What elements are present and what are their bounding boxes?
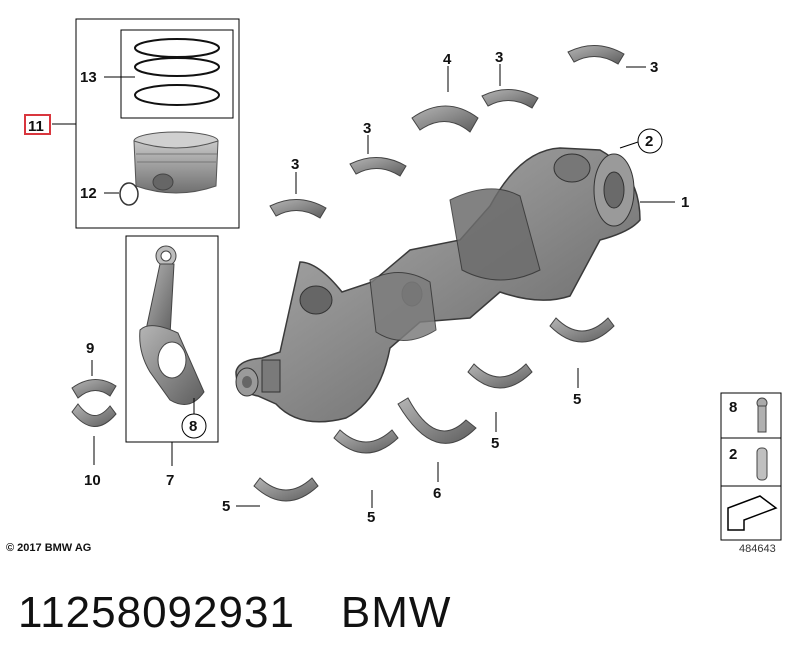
snap-ring: [104, 182, 139, 206]
callout-2: 2: [645, 133, 653, 150]
piston-group-box: [52, 18, 240, 229]
hardware-legend: [720, 392, 782, 541]
brand-name: BMW: [340, 588, 452, 637]
callout-3-d: 3: [291, 156, 299, 173]
crankshaft: [235, 147, 641, 423]
part-caption: 11258092931 BMW: [18, 588, 451, 638]
copyright: © 2017 BMW AG: [6, 542, 92, 554]
callout-9: 9: [86, 340, 94, 357]
callout-13: 13: [80, 69, 97, 86]
callout-6: 6: [433, 485, 441, 502]
callout-7: 7: [166, 472, 174, 489]
callout-3-b: 3: [650, 59, 658, 76]
piston: [133, 131, 219, 194]
rod-bolt-callout: [181, 398, 207, 439]
lower-main-bearing-shells: [236, 317, 615, 508]
dowel-callout: [619, 128, 663, 154]
upper-main-bearing-shells: [269, 45, 646, 219]
highlight-box: [24, 114, 51, 135]
callout-5-a: 5: [222, 498, 230, 515]
callout-11: 11: [28, 118, 44, 135]
callout-10: 10: [84, 472, 101, 489]
conrod-bearing-shells: [71, 360, 117, 465]
callout-1: 1: [681, 194, 689, 211]
callout-8: 8: [189, 418, 197, 435]
callout-12: 12: [80, 185, 97, 202]
piston-rings: [134, 38, 220, 106]
callout-3-c: 3: [363, 120, 371, 137]
callout-5-b: 5: [367, 509, 375, 526]
parts-diagram: 11 13 12 9 10 7 8 4 3 3 3 3 2 1 5 5 6 5 …: [24, 18, 782, 541]
callout-5-d: 5: [573, 391, 581, 408]
connecting-rod-box: [125, 235, 219, 466]
part-number: 11258092931: [18, 588, 295, 637]
legend-8: 8: [729, 399, 737, 416]
callout-3-a: 3: [495, 49, 503, 66]
callout-5-c: 5: [491, 435, 499, 452]
legend-2: 2: [729, 446, 737, 463]
reference-number: 484643: [739, 543, 776, 555]
callout-4: 4: [443, 51, 452, 68]
connecting-rod: [139, 245, 205, 405]
